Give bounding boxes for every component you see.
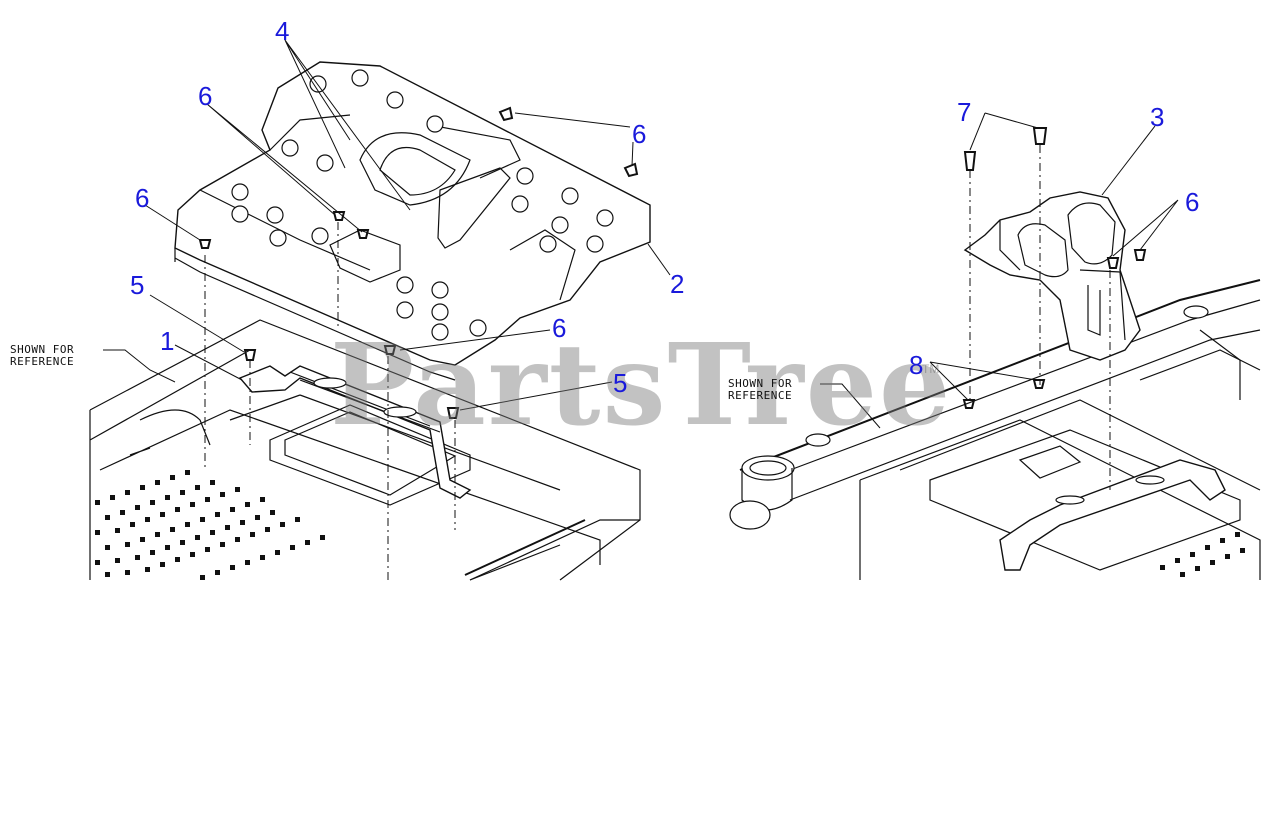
right-leader-lines [820,112,1179,429]
watermark-text: PartsTree [330,320,953,451]
right-reference-note: SHOWN FOR REFERENCE [728,378,792,402]
left-perforated-floor [95,470,325,580]
left-leader-lines [103,39,671,411]
left-assembly [89,39,671,581]
left-reference-note-line2: REFERENCE [10,355,75,368]
watermark-trademark: TM [922,362,940,376]
callout-6-top-right[interactable]: 6 [632,119,647,149]
left-assembly-centerlines [204,222,456,580]
left-reference-note-line1: SHOWN FOR [10,343,75,356]
right-reference-note-line2: REFERENCE [728,389,793,402]
right-assembly-centerlines [969,145,1111,490]
right-pedal-bracket [963,191,1141,361]
callout-6-left[interactable]: 6 [135,183,150,213]
right-assembly [729,112,1261,580]
callout-1[interactable]: 1 [160,326,175,356]
callout-2[interactable]: 2 [670,269,685,299]
callout-3[interactable]: 3 [1150,102,1165,132]
callout-6-mid[interactable]: 6 [552,313,567,343]
callout-6-right[interactable]: 6 [1185,187,1200,217]
callout-5-right[interactable]: 5 [613,368,628,398]
right-fasteners [962,127,1147,409]
left-reference-note: SHOWN FOR REFERENCE [10,344,74,368]
right-reference-note-line1: SHOWN FOR [728,377,793,390]
callout-4[interactable]: 4 [275,16,290,46]
callout-7[interactable]: 7 [957,97,972,127]
callout-6-top-left[interactable]: 6 [198,81,213,111]
right-frame-reference [729,279,1261,580]
left-mount-bracket [238,365,472,499]
left-frame-reference [89,319,641,581]
callout-8[interactable]: 8 [909,350,924,380]
callout-5-left[interactable]: 5 [130,270,145,300]
